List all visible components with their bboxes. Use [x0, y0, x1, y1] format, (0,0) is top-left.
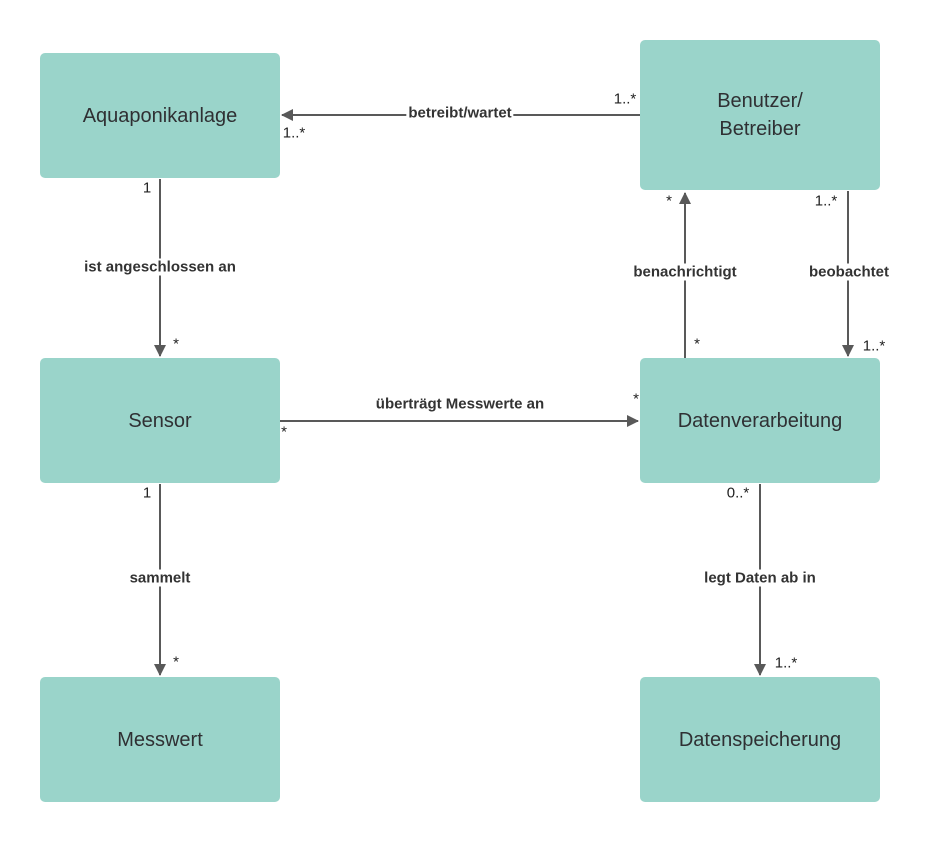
mult-uebertraegt-source: * — [281, 423, 287, 441]
mult-angeschlossen-source: 1 — [142, 179, 152, 197]
mult-sammelt-target: * — [173, 653, 179, 671]
class-datenverarbeitung-label: Datenverarbeitung — [677, 409, 843, 432]
class-messwert-label: Messwert — [117, 728, 203, 751]
mult-beobachtet-target: 1..* — [862, 337, 886, 355]
assoc-label-benachrichtigt: benachrichtigt — [631, 263, 739, 281]
mult-legt-ab-source: 0..* — [726, 484, 750, 502]
class-sensor-label: Sensor — [128, 409, 192, 432]
mult-betreibt-target: 1..* — [282, 124, 306, 142]
class-benutzer-label: Benutzer/ Betreiber — [717, 90, 803, 140]
class-aquaponikanlage: Aquaponikanlage — [40, 53, 280, 178]
mult-benachrichtigt-target: * — [666, 192, 672, 210]
class-datenverarbeitung: Datenverarbeitung — [640, 358, 880, 483]
assoc-label-angeschlossen: ist angeschlossen an — [82, 258, 238, 276]
class-datenspeicherung-label: Datenspeicherung — [678, 728, 842, 751]
class-sensor: Sensor — [40, 358, 280, 483]
assoc-label-beobachtet: beobachtet — [806, 263, 892, 281]
mult-betreibt-source: 1..* — [613, 90, 637, 108]
class-datenspeicherung: Datenspeicherung — [640, 677, 880, 802]
mult-angeschlossen-target: * — [173, 335, 179, 353]
mult-legt-ab-target: 1..* — [774, 654, 798, 672]
mult-uebertraegt-target: * — [633, 390, 639, 408]
mult-sammelt-source: 1 — [142, 484, 152, 502]
mult-benachrichtigt-source: * — [694, 335, 700, 353]
assoc-label-betreibt: betreibt/wartet — [406, 104, 514, 122]
class-messwert: Messwert — [40, 677, 280, 802]
class-benutzer-betreiber: Benutzer/ Betreiber — [640, 40, 880, 190]
mult-beobachtet-source: 1..* — [814, 192, 838, 210]
assoc-label-legt-ab: legt Daten ab in — [702, 569, 818, 587]
assoc-label-sammelt: sammelt — [127, 569, 193, 587]
assoc-label-uebertraegt: überträgt Messwerte an — [373, 395, 547, 413]
class-aquaponikanlage-label: Aquaponikanlage — [82, 104, 238, 127]
